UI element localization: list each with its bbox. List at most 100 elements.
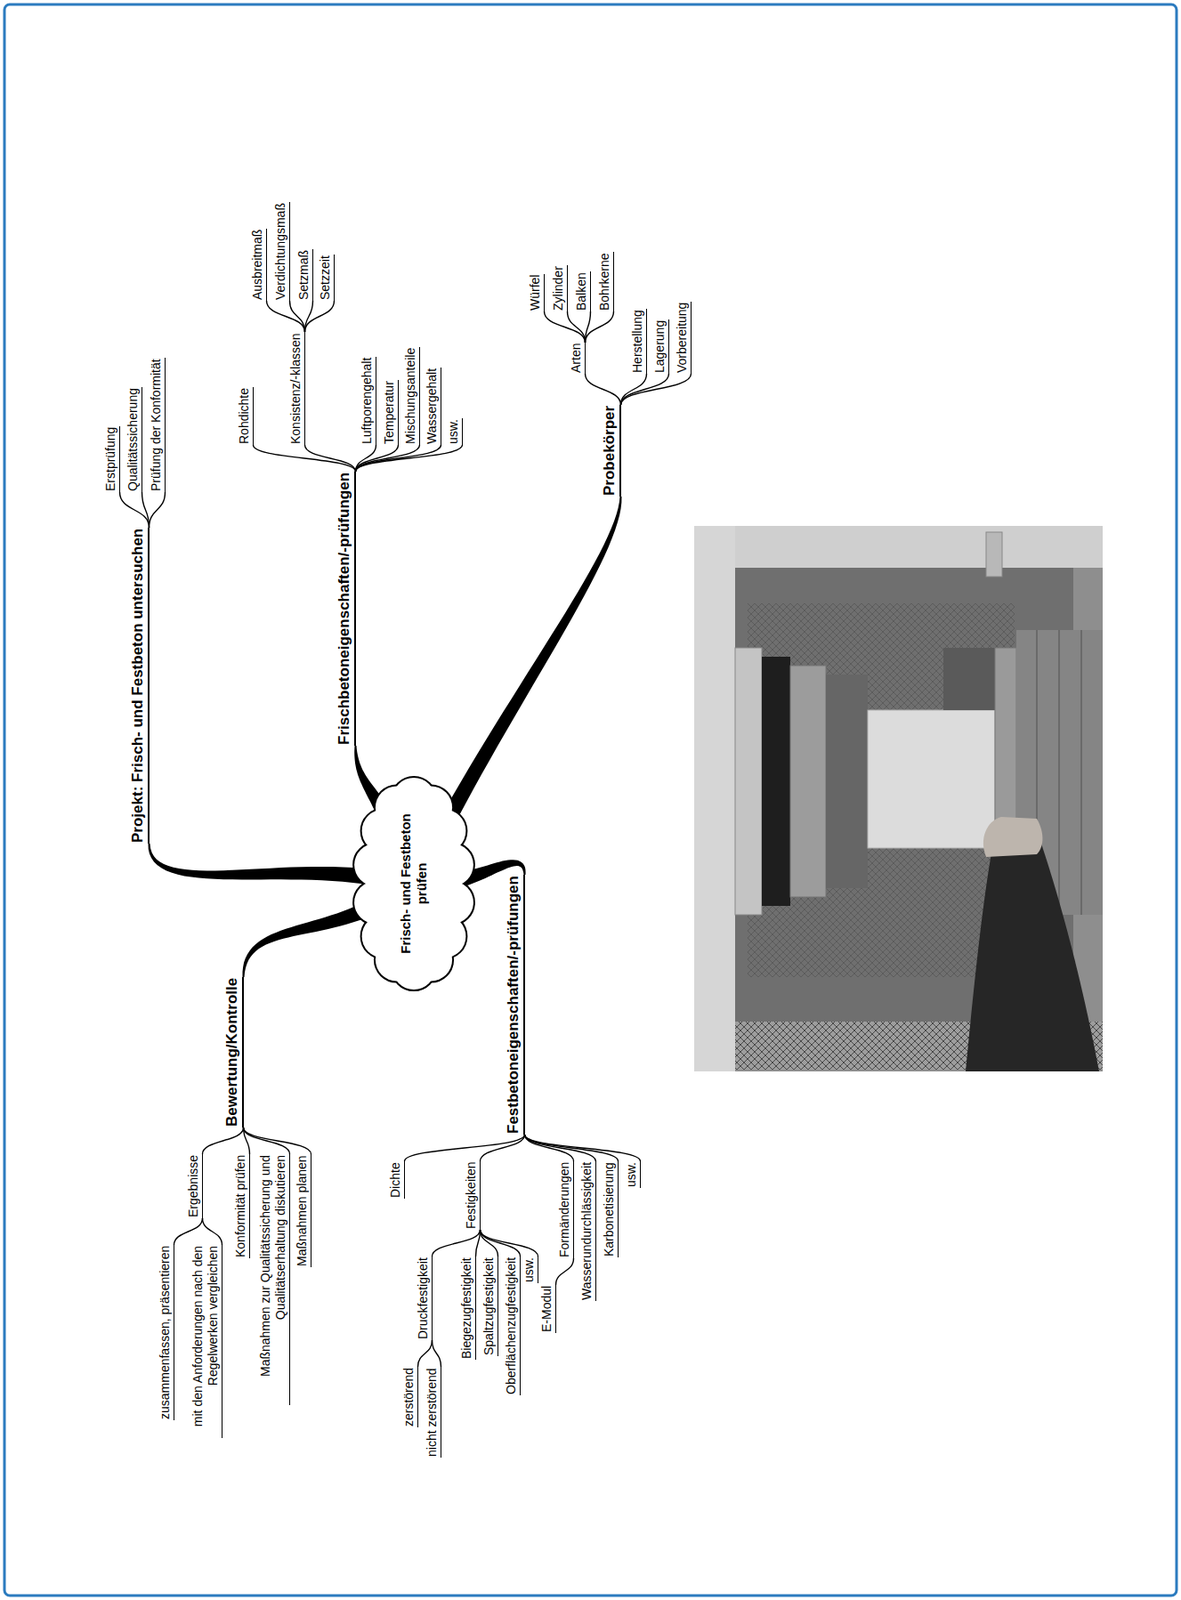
main-branch <box>148 843 376 886</box>
sub-branch <box>432 1229 481 1257</box>
branch-label: Setzzeit <box>317 254 335 301</box>
branch-label: Erstprüfung <box>103 426 121 493</box>
node-label: Vorbereitung <box>674 302 690 373</box>
frame-border <box>4 4 1177 1596</box>
sub-branch <box>404 1134 526 1162</box>
main-branch-label: Probekörper <box>600 404 622 497</box>
branch-label: Verdichtungsmaß <box>273 202 291 301</box>
sub-branch <box>525 1134 575 1162</box>
node-label: E-Modul <box>539 1286 555 1333</box>
branch-label: Qualitätssicherung <box>125 387 143 493</box>
sub-branch <box>243 1127 312 1155</box>
branch-label: Ergebnisse <box>186 1154 203 1219</box>
node-label: Druckfestigkeit <box>415 1257 431 1340</box>
node-label: Wassergehalt <box>424 368 440 445</box>
main-branch-label: Frischbetoneigenschaften/-prüfungen <box>335 471 356 746</box>
node-label: Ergebnisse <box>186 1155 202 1218</box>
node-label: zerstörend <box>401 1367 417 1427</box>
branch-label: usw. <box>623 1161 641 1189</box>
branch-label: Festigkeiten <box>463 1161 481 1230</box>
node-label: Karbonetisierung <box>601 1162 617 1257</box>
sub-branch <box>567 311 586 343</box>
node-label: Lagerung <box>652 320 668 373</box>
branch-label: Druckfestigkeit <box>415 1256 433 1341</box>
node-label: nicht zerstörend <box>424 1367 440 1457</box>
branch-label: Formänderungen <box>557 1161 575 1259</box>
node-label: Dichte <box>388 1162 404 1198</box>
sub-branch <box>432 1340 442 1368</box>
sub-branch <box>202 1127 244 1155</box>
branch-label: Karbonetisierung <box>601 1161 619 1258</box>
sub-branch <box>290 300 306 332</box>
central-cloud: Frisch- und Festbeton prüfen <box>360 781 468 987</box>
node-label: Spaltzugfestigkeit <box>481 1257 497 1356</box>
branch-label: Spaltzugfestigkeit <box>481 1256 499 1357</box>
branch-label: zusammenfassen, präsentieren <box>157 1245 175 1421</box>
node-label: Festigkeiten <box>463 1162 479 1230</box>
sub-branch <box>202 1218 223 1246</box>
branch-label: Rohdichte <box>236 387 254 445</box>
sub-branch <box>120 492 150 528</box>
node-label: Rohdichte <box>236 388 252 445</box>
sub-branch <box>480 1229 539 1257</box>
node-label: Balken <box>574 272 590 311</box>
node-label: Maßnahmen planen <box>294 1155 310 1267</box>
node-label: Konformität prüfen <box>233 1155 249 1258</box>
node-label: Wasserundurchlässigkeit <box>579 1162 595 1301</box>
branch-label: Würfel <box>527 274 545 312</box>
sub-branch <box>525 1134 619 1162</box>
sub-branch <box>621 373 692 405</box>
branch-label: Balken <box>574 271 591 312</box>
node-label: Luftporengehalt <box>359 357 375 445</box>
sub-branch <box>556 1258 575 1286</box>
node-label: Maßnahmen zur Qualitätssicherung und Qua… <box>258 1155 289 1405</box>
sub-branch <box>585 311 615 343</box>
sub-branch <box>243 1127 291 1155</box>
node-label: Setzzeit <box>317 255 333 300</box>
sub-branch <box>480 1229 499 1257</box>
branch-label: Lagerung <box>652 319 670 374</box>
branch-label: Konformität prüfen <box>233 1154 251 1259</box>
sub-branch <box>355 444 442 472</box>
node-label: Projekt: Frisch- und Festbeton untersuch… <box>129 528 147 843</box>
branch-label: Luftporengehalt <box>359 356 377 445</box>
node-label: Frischbetoneigenschaften/-prüfungen <box>335 472 354 745</box>
sub-branch <box>418 1340 433 1368</box>
node-label: Zylinder <box>550 266 567 311</box>
node-label: Bewertung/Kontrolle <box>223 978 242 1127</box>
branch-label: nicht zerstörend <box>424 1367 442 1458</box>
branch-label: Arten <box>568 342 586 374</box>
branch-label: Oberflächenzugfestigkeit <box>503 1256 521 1396</box>
node-label: Qualitätssicherung <box>125 388 141 492</box>
sub-branch <box>305 444 356 472</box>
main-branch-label: Projekt: Frisch- und Festbeton untersuch… <box>129 527 150 844</box>
sub-branch <box>585 373 622 405</box>
branch-label: Biegezugfestigkeit <box>459 1256 477 1360</box>
sub-branch <box>149 492 166 528</box>
branch-label: Wasserundurchlässigkeit <box>579 1161 597 1302</box>
main-branch <box>435 496 622 834</box>
node-label: Arten <box>568 343 584 373</box>
node-label: Festbetoneigenschaften/-prüfungen <box>504 875 523 1134</box>
sub-branch <box>355 444 399 472</box>
node-label: Formänderungen <box>557 1162 573 1258</box>
cloud-text-holder: Frisch- und Festbeton prüfen <box>360 781 468 987</box>
branch-label: Temperatur <box>381 380 399 445</box>
node-label: Verdichtungsmaß <box>273 202 289 300</box>
branch-label: Bohrkerne <box>597 251 615 312</box>
branch-label: Setzmaß <box>296 249 314 301</box>
branch-label: Vorbereitung <box>674 301 692 374</box>
branch-label: Maßnahmen zur Qualitätssicherung und Qua… <box>258 1154 291 1406</box>
node-label: usw. <box>623 1162 640 1188</box>
branch-label: Maßnahmen planen <box>294 1154 312 1268</box>
node-label: Erstprüfung <box>103 427 119 492</box>
sub-branch <box>266 300 306 332</box>
sub-branch <box>544 311 586 343</box>
node-label: Setzmaß <box>296 250 312 300</box>
node-label: Mischungsanteile <box>403 347 419 445</box>
node-label: usw. <box>445 419 462 445</box>
sub-branch <box>480 1134 526 1162</box>
